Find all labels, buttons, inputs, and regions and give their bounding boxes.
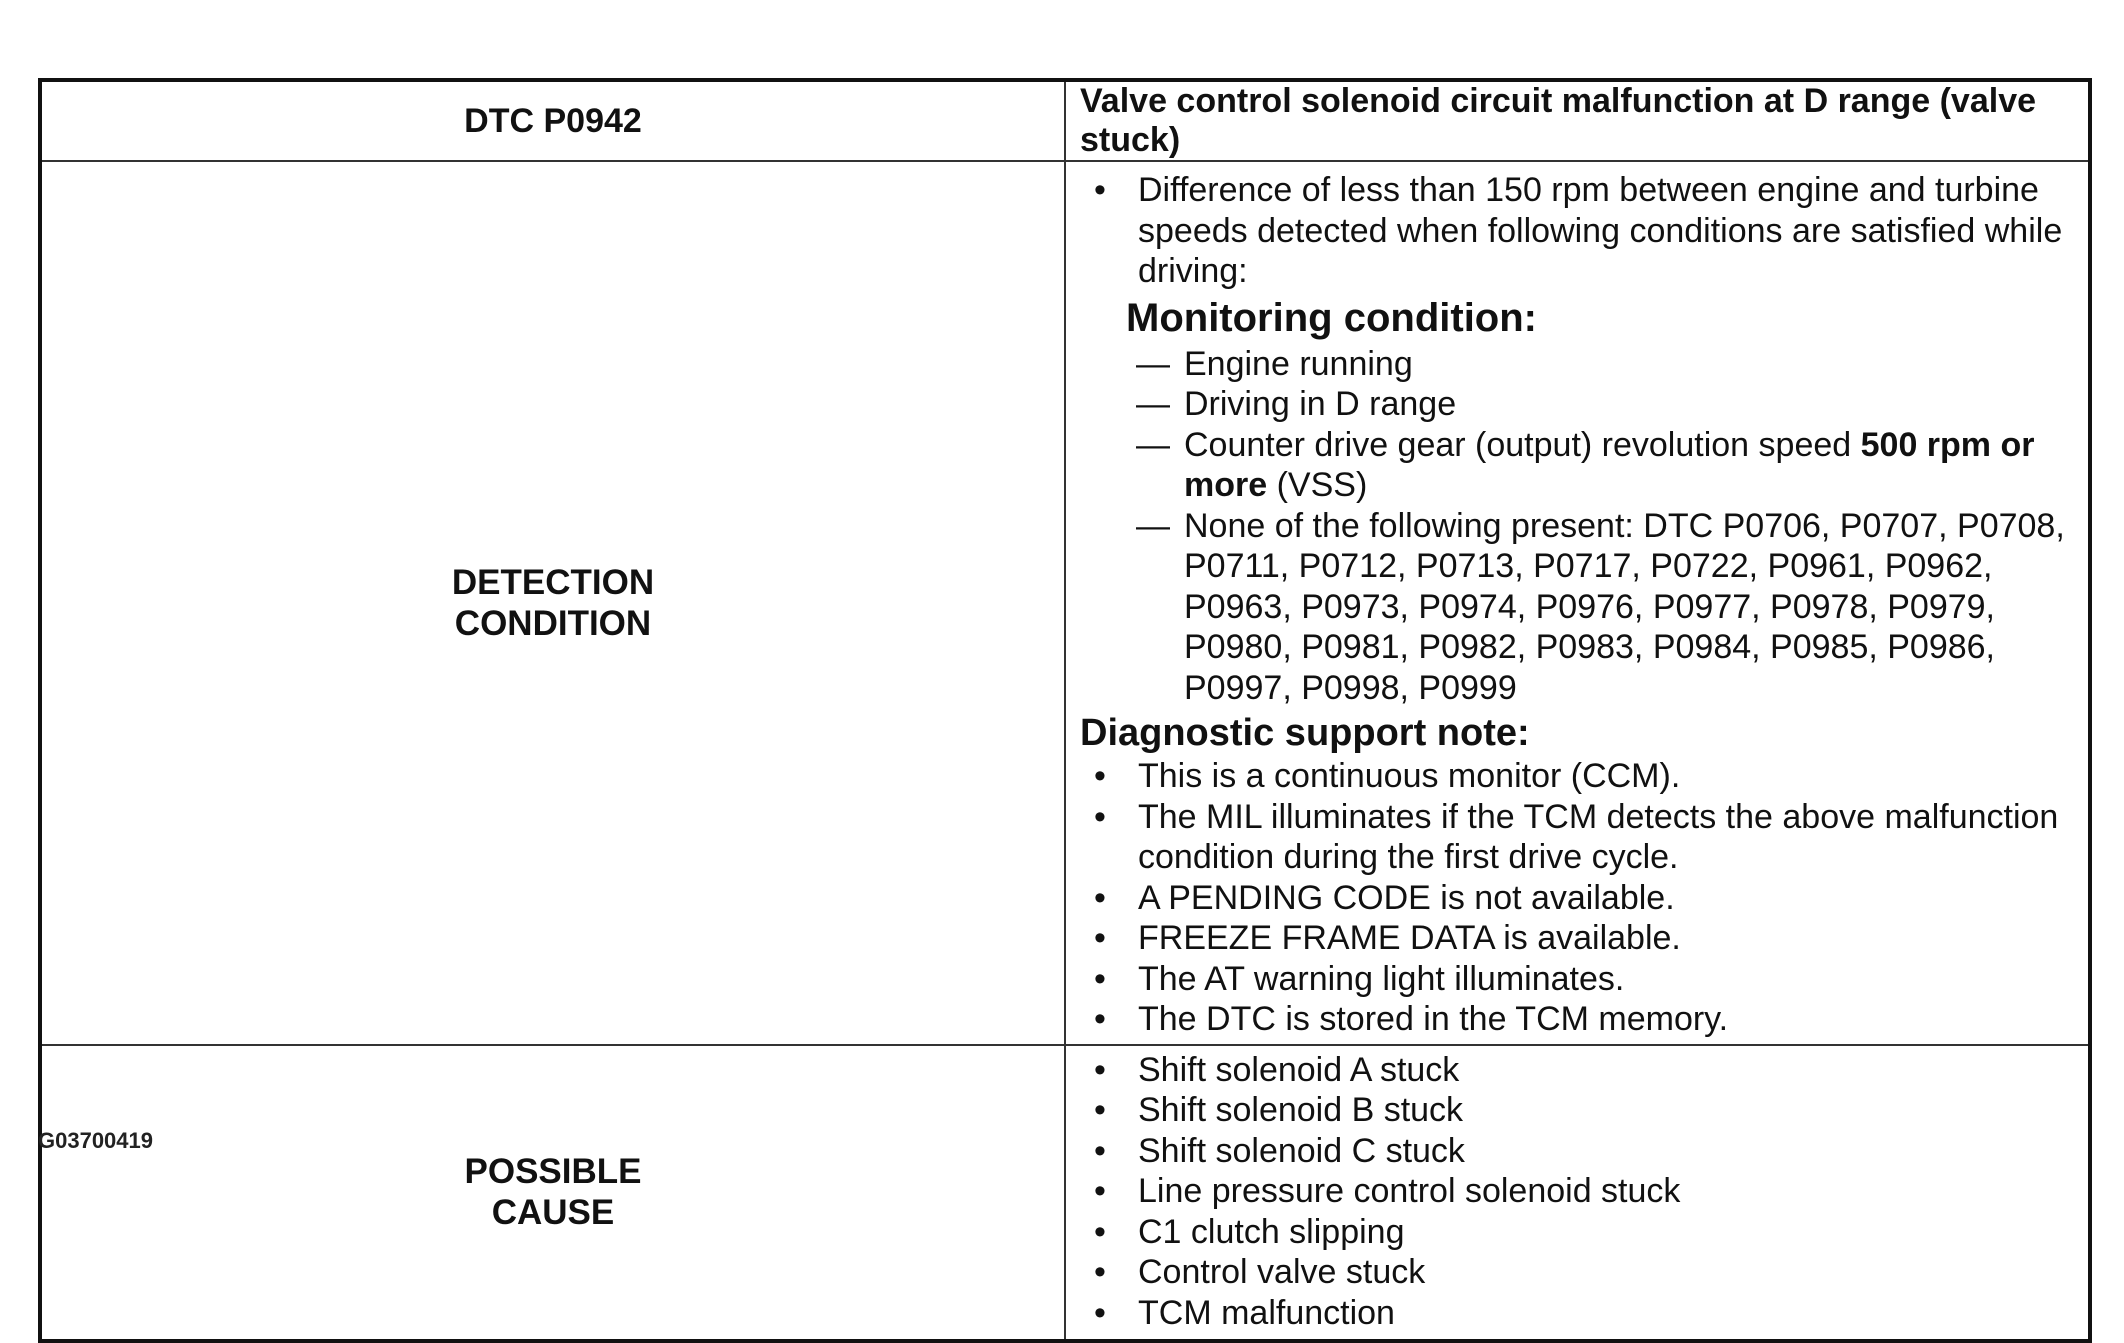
detection-intro: Difference of less than 150 rpm between … [1080, 170, 2076, 292]
diag-heading: Diagnostic support note: [1080, 712, 1530, 754]
detection-label-line1: DETECTION [451, 562, 655, 602]
cause-item: Control valve stuck [1080, 1252, 2076, 1293]
detection-label-line2: CONDITION [454, 603, 652, 643]
diag-item: A PENDING CODE is not available. [1080, 878, 2076, 919]
cause-item: Line pressure control solenoid stuck [1080, 1171, 2076, 1212]
counter-drive-prefix: Counter drive gear (output) revolution s… [1184, 425, 1861, 464]
cause-item: C1 clutch slipping [1080, 1212, 2076, 1253]
detection-content: Difference of less than 150 rpm between … [1064, 160, 2091, 1046]
dtc-description: Valve control solenoid circuit malfuncti… [1064, 79, 2091, 162]
cause-label-line1: POSSIBLE [464, 1152, 642, 1192]
dtc-code: DTC P0942 [39, 79, 1066, 162]
cause-label: POSSIBLE CAUSE [39, 1043, 1066, 1342]
detection-row: DETECTION CONDITION Difference of less t… [39, 160, 2091, 1046]
cause-item: Shift solenoid B stuck [1080, 1090, 2076, 1131]
counter-drive-suffix: (VSS) [1267, 466, 1368, 504]
monitoring-item: Driving in D range [1080, 384, 2076, 425]
cause-label-line2: CAUSE [491, 1193, 615, 1233]
detection-label: DETECTION CONDITION [39, 160, 1066, 1046]
counter-drive-threshold: 500 rpm or more [1184, 425, 2035, 505]
header-row: DTC P0942 Valve control solenoid circuit… [39, 79, 2091, 162]
cause-row: POSSIBLE CAUSE Shift solenoid A stuck Sh… [39, 1043, 2091, 1342]
dtc-table: DTC P0942 Valve control solenoid circuit… [38, 78, 2092, 1343]
cause-content: Shift solenoid A stuck Shift solenoid B … [1064, 1043, 2091, 1342]
figure-id: G03700419 [38, 1128, 153, 1153]
diag-item: The DTC is stored in the TCM memory. [1080, 999, 2076, 1040]
monitoring-heading: Monitoring condition: [1126, 295, 1537, 340]
diag-item: This is a continuous monitor (CCM). [1080, 756, 2076, 797]
diag-item: The MIL illuminates if the TCM detects t… [1080, 797, 2076, 878]
diag-item: FREEZE FRAME DATA is available. [1080, 918, 2076, 959]
monitoring-item-counter-drive: Counter drive gear (output) revolution s… [1080, 425, 2076, 506]
cause-item: TCM malfunction [1080, 1293, 2076, 1334]
cause-item: Shift solenoid C stuck [1080, 1131, 2076, 1172]
cause-item: Shift solenoid A stuck [1080, 1050, 2076, 1091]
diag-item: The AT warning light illuminates. [1080, 959, 2076, 1000]
monitoring-item-none-present: None of the following present: DTC P0706… [1080, 506, 2076, 709]
monitoring-item: Engine running [1080, 344, 2076, 385]
